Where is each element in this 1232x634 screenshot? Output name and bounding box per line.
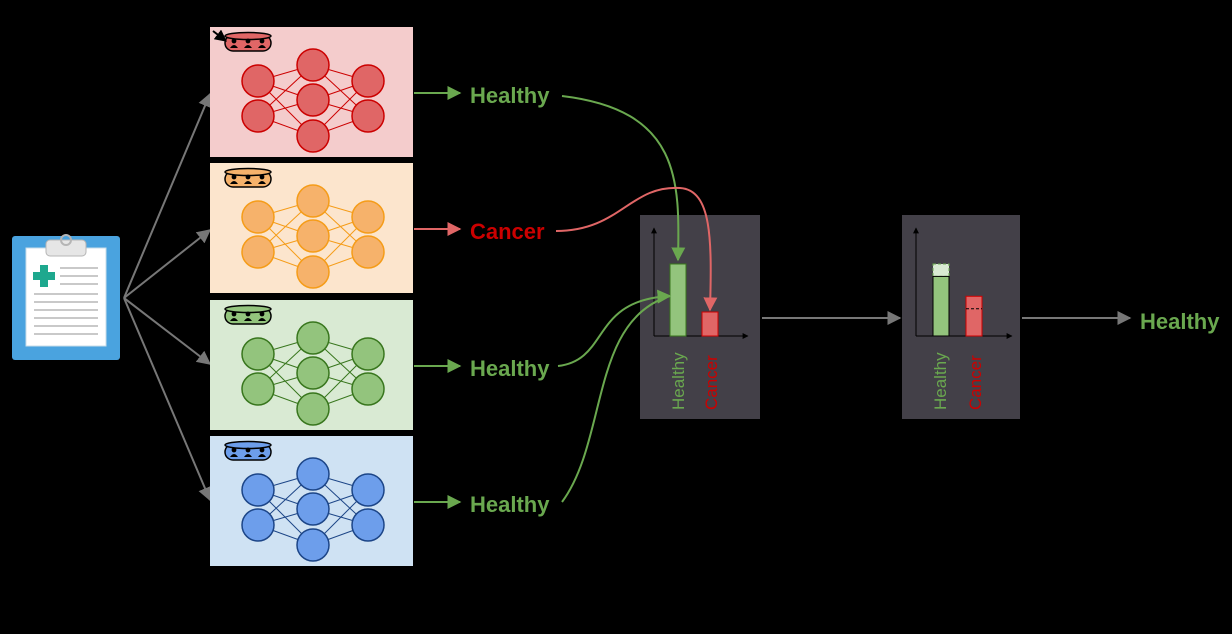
vote-chart-tick-healthy: Healthy (669, 352, 688, 410)
input-arrow-red (123, 92, 212, 299)
vote-arrow-orange-model (555, 186, 718, 312)
prediction-label-orange: Cancer (470, 219, 545, 244)
model-panel-red (210, 27, 413, 157)
model-panels (210, 27, 413, 566)
vote-chart-bar-cancer (701, 311, 719, 337)
model-panel-blue (210, 436, 413, 566)
vote-chart-tick-cancer: Cancer (702, 355, 721, 410)
neural-network-icon (241, 457, 385, 562)
vote-chart-bar-healthy (669, 263, 687, 337)
dataset-pointer-arrow (212, 29, 227, 42)
neural-network-icon (241, 48, 385, 153)
model-panel-green (210, 300, 413, 430)
neural-network-icon (241, 321, 385, 426)
dataset-icon (224, 31, 272, 52)
vote-chart: Healthy Cancer (640, 215, 760, 419)
weighted-chart-tick-healthy: Healthy (931, 352, 950, 410)
weighted-chart-tick-cancer: Cancer (966, 355, 985, 410)
prediction-label-red: Healthy (470, 83, 550, 108)
final-prediction-label: Healthy (1140, 309, 1220, 334)
prediction-arrows (414, 86, 462, 509)
vote-arrow-blue-model (561, 295, 671, 503)
medical-clipboard-icon (12, 234, 120, 360)
input-arrow-blue (123, 297, 212, 502)
prediction-label-green: Healthy (470, 356, 550, 381)
input-arrow-green (123, 297, 212, 365)
weighted-chart-panel (902, 215, 1020, 419)
prediction-labels: Healthy Cancer Healthy Healthy (470, 83, 550, 517)
weighted-chart: Healthy Cancer (902, 215, 1020, 419)
weighted-chart-bar-healthy (932, 275, 950, 337)
input-arrows (123, 92, 212, 502)
vote-arrow-green-model (557, 289, 672, 367)
dataset-icon (224, 304, 272, 325)
weighted-chart-previous-healthy (932, 263, 950, 277)
neural-network-icon (241, 184, 385, 289)
vote-arrows (555, 95, 718, 503)
vote-arrow-red-model (561, 95, 686, 262)
vote-chart-panel (640, 215, 760, 419)
input-arrow-orange (123, 229, 212, 299)
model-panel-orange (210, 163, 413, 293)
weighted-chart-bar-cancer (965, 295, 983, 337)
prediction-label-blue: Healthy (470, 492, 550, 517)
dataset-icon (224, 440, 272, 461)
dataset-icon (224, 167, 272, 188)
